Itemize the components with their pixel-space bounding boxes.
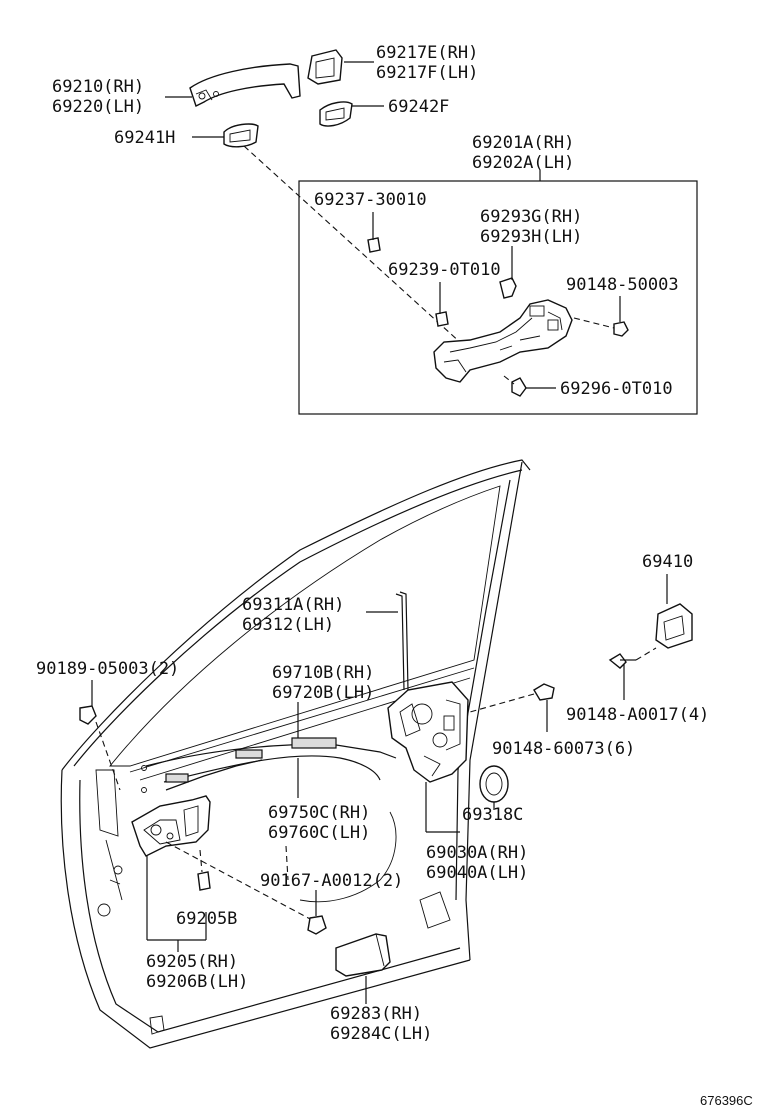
label-69312: 69312(LH) [242, 615, 334, 635]
screw-90148-A0017 [608, 653, 627, 669]
label-69220: 69220(LH) [52, 97, 144, 117]
lock-cables [141, 702, 397, 903]
label-69410: 69410 [642, 552, 693, 572]
label-69202a: 69202A(LH) [472, 153, 574, 173]
label-69296: 69296-0T010 [560, 379, 673, 399]
label-90189: 90189-05003(2) [36, 659, 179, 679]
label-69283: 69283(RH) [330, 1004, 422, 1024]
label-69710b: 69710B(RH) [272, 663, 374, 683]
door-outline [60, 459, 531, 1049]
part-labels: 69210(RH) 69220(LH) 69217E(RH) 69217F(LH… [36, 43, 753, 1108]
label-69284c: 69284C(LH) [330, 1024, 432, 1044]
clip-69293 [499, 277, 517, 299]
handle-cover [307, 49, 343, 85]
reference-code: 676396C [700, 1093, 753, 1108]
label-69760c: 69760C(LH) [268, 823, 370, 843]
clip-69239 [435, 311, 449, 327]
label-69750c: 69750C(RH) [268, 803, 370, 823]
handle-frame [433, 299, 573, 383]
label-69311a: 69311A(RH) [242, 595, 344, 615]
label-69242f: 69242F [388, 97, 449, 117]
label-69205b: 69205B [176, 909, 237, 929]
label-90148-60073: 90148-60073(6) [492, 739, 635, 759]
label-69217f: 69217F(LH) [376, 63, 478, 83]
screw-69296 [511, 377, 527, 397]
label-69293g: 69293G(RH) [480, 207, 582, 227]
screw-90167 [307, 890, 327, 935]
label-90148-a0017: 90148-A0017(4) [566, 705, 709, 725]
label-69318c: 69318C [462, 805, 523, 825]
leader-lines-top [165, 61, 463, 345]
clip-90189 [79, 680, 121, 791]
label-69720b: 69720B(LH) [272, 683, 374, 703]
inside-door-handle [131, 795, 211, 857]
door-pull-handle [335, 933, 391, 1004]
label-69241h: 69241H [114, 128, 175, 148]
label-69205: 69205(RH) [146, 952, 238, 972]
bolt-90148-60073 [469, 683, 555, 732]
label-90148-50003: 90148-50003 [566, 275, 679, 295]
outside-handle-group [189, 49, 353, 148]
label-69201a: 69201A(RH) [472, 133, 574, 153]
label-69239: 69239-0T010 [388, 260, 501, 280]
clip-69237 [367, 237, 381, 253]
inside-handle-assembly [131, 795, 313, 952]
label-69040a: 69040A(LH) [426, 863, 528, 883]
door-lock-assembly [387, 681, 469, 833]
handle-pad [319, 101, 353, 127]
label-69206b: 69206B(LH) [146, 972, 248, 992]
frame-assembly-box [298, 170, 698, 415]
bolt-90148-50003 [613, 321, 629, 337]
label-69217e: 69217E(RH) [376, 43, 478, 63]
door-lock [387, 681, 469, 783]
label-69210: 69210(RH) [52, 77, 144, 97]
door-striker [608, 574, 693, 700]
lock-rod [366, 591, 409, 691]
handle-gasket [223, 123, 259, 148]
label-69237: 69237-30010 [314, 190, 427, 210]
screw-69205B [197, 871, 211, 891]
label-90167: 90167-A0012(2) [260, 871, 403, 891]
outside-door-handle [189, 63, 301, 107]
label-69293h: 69293H(LH) [480, 227, 582, 247]
lock-cover [479, 765, 509, 810]
label-69030a: 69030A(RH) [426, 843, 528, 863]
